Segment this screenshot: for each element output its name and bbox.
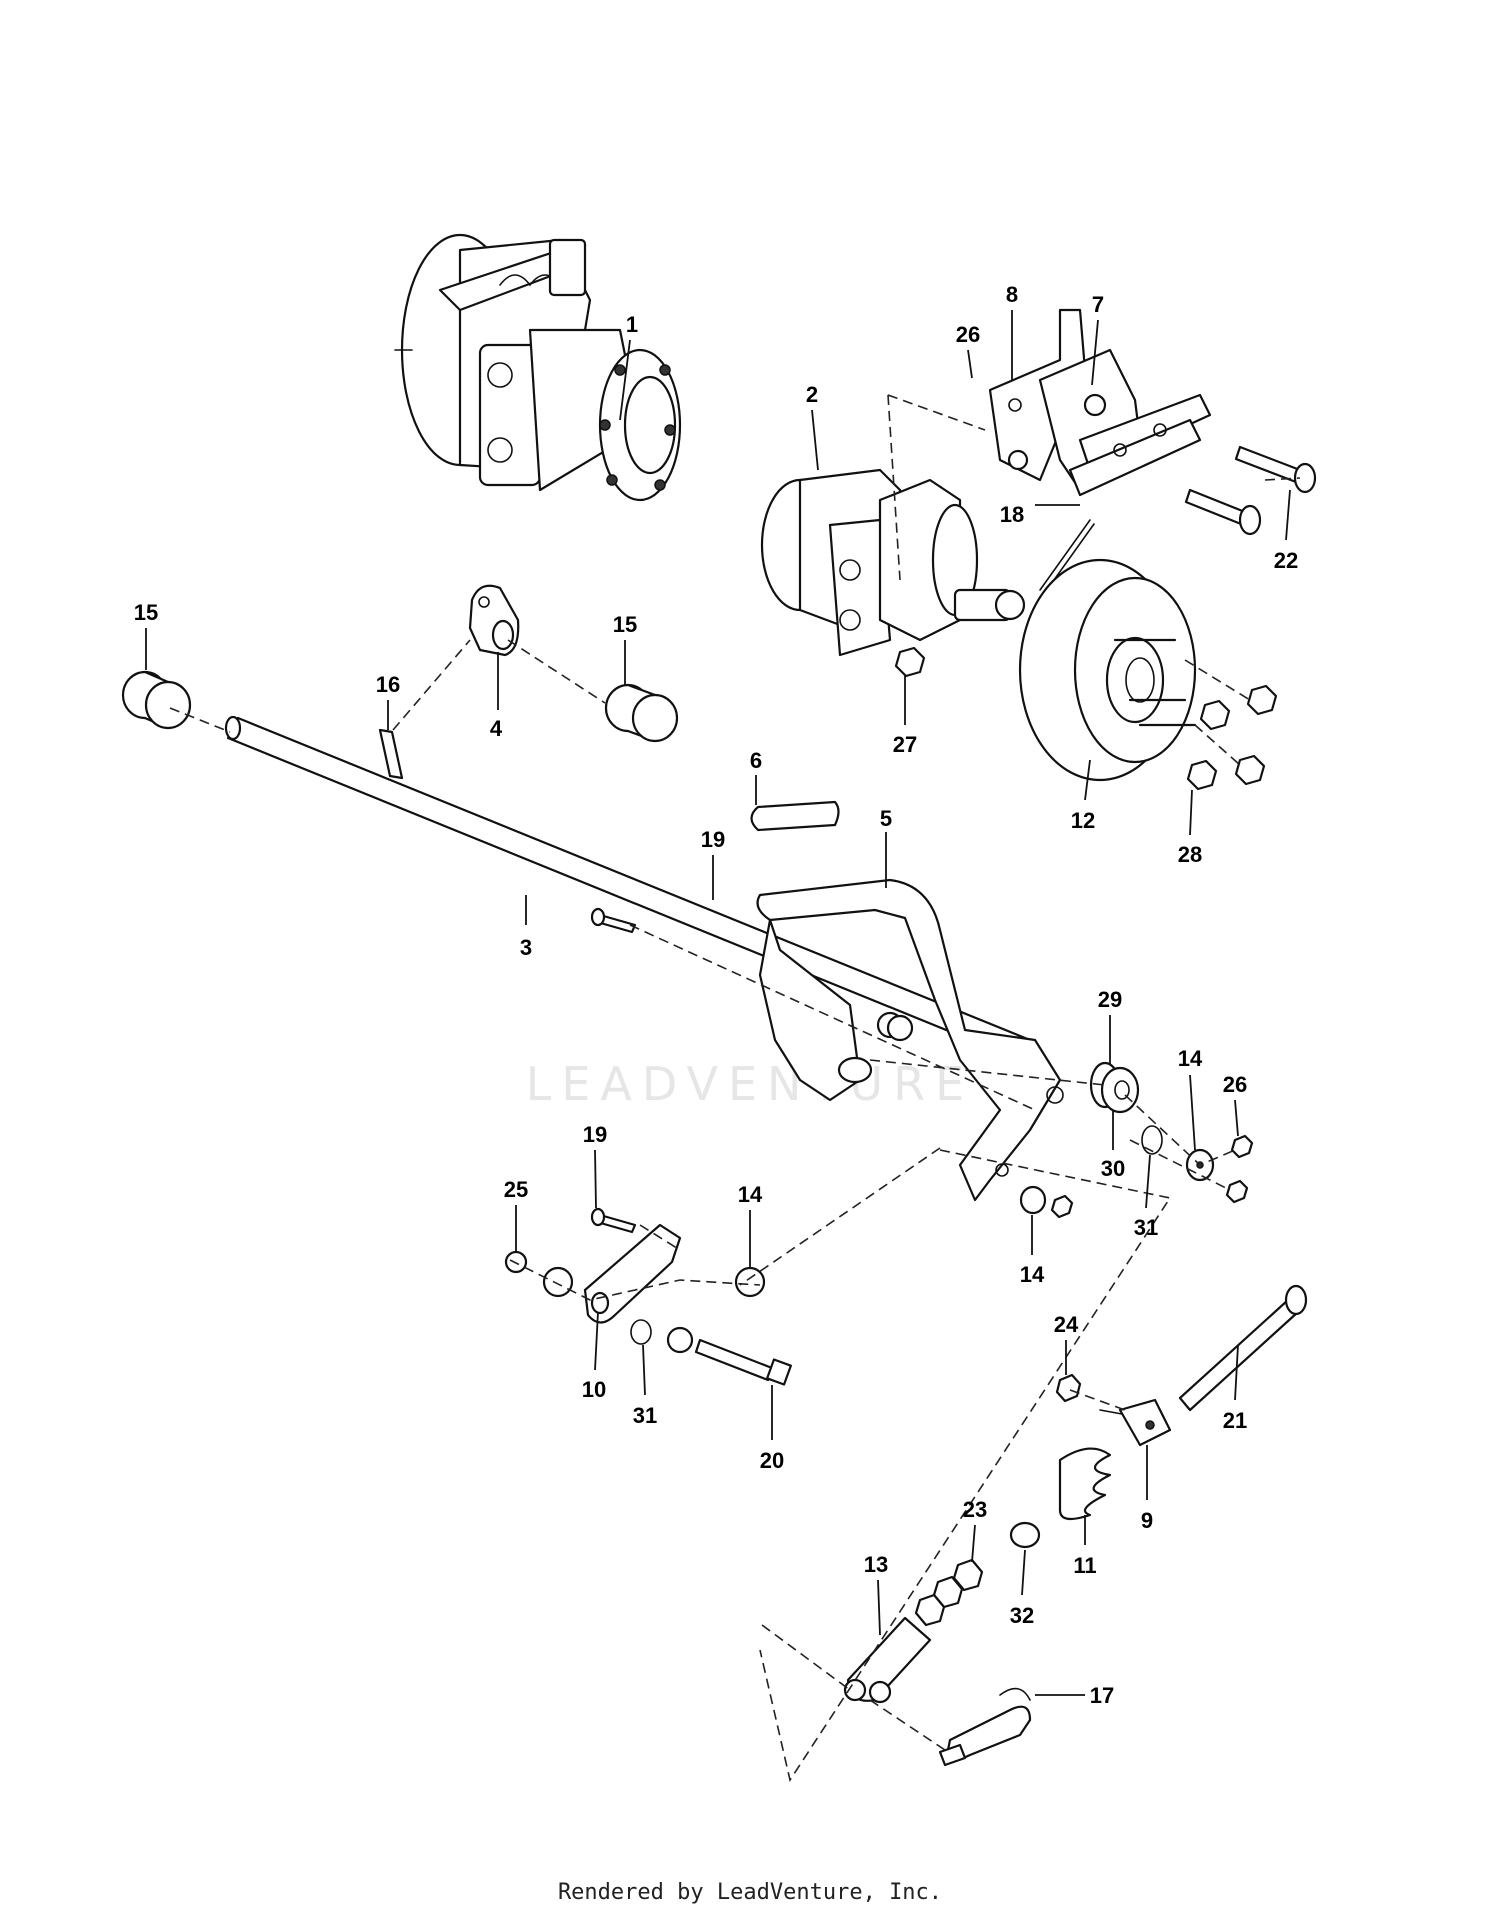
hydraulic-motor[interactable] [760, 468, 1026, 657]
callout-21: 21 [1223, 1408, 1247, 1433]
callout-8: 8 [1006, 282, 1018, 307]
callout-31-a: 31 [1134, 1215, 1158, 1240]
retaining-clip[interactable] [938, 1687, 1032, 1767]
callout-30: 30 [1101, 1156, 1125, 1181]
wheel-motor-assembly[interactable] [394, 233, 682, 502]
leader-lines [145, 310, 1291, 1696]
pivot-arm[interactable] [468, 584, 520, 657]
callout-17: 17 [1090, 1683, 1114, 1708]
callout-14-c: 14 [738, 1182, 763, 1207]
callout-25: 25 [504, 1177, 528, 1202]
callout-19-b: 19 [583, 1122, 607, 1147]
callout-14-a: 14 [1178, 1046, 1203, 1071]
bushing-right[interactable] [604, 683, 679, 743]
assembly-lines [169, 394, 1301, 1783]
watermark: LEADVENTURE [526, 1057, 975, 1111]
brake-caliper[interactable] [1038, 348, 1212, 497]
spring-assembly[interactable] [914, 1373, 1172, 1627]
clevis[interactable] [843, 1616, 932, 1704]
callout-16: 16 [376, 672, 400, 697]
callout-7: 7 [1092, 292, 1104, 317]
brake-rotor-hub[interactable] [1018, 558, 1197, 782]
callout-31-b: 31 [633, 1403, 657, 1428]
callout-12: 12 [1071, 808, 1095, 833]
lever-hardware[interactable] [504, 907, 792, 1386]
callout-20: 20 [760, 1448, 784, 1473]
caliper-bolt[interactable] [1184, 445, 1317, 536]
callout-26-b: 26 [1223, 1072, 1247, 1097]
footer-credit: Rendered by LeadVenture, Inc. [557, 1880, 943, 1905]
callout-14-b: 14 [1020, 1262, 1045, 1287]
callout-9: 9 [1141, 1508, 1153, 1533]
roll-pin[interactable] [378, 728, 404, 780]
callout-3: 3 [520, 935, 532, 960]
callout-11: 11 [1073, 1553, 1096, 1578]
link-lever[interactable] [583, 1223, 682, 1324]
callout-10: 10 [582, 1377, 606, 1402]
bushing-left[interactable] [121, 670, 192, 730]
callout-18: 18 [1000, 502, 1024, 527]
callout-6: 6 [750, 748, 762, 773]
wheel-nuts[interactable] [894, 646, 1278, 791]
callout-26-a: 26 [956, 322, 980, 347]
callout-15-a: 15 [134, 600, 158, 625]
brake-bracket[interactable] [988, 308, 1087, 482]
callout-23: 23 [963, 1497, 987, 1522]
callout-29: 29 [1098, 987, 1122, 1012]
callout-19-a: 19 [701, 827, 725, 852]
shaft-key[interactable] [750, 800, 840, 832]
callout-2: 2 [806, 382, 818, 407]
long-bolt[interactable] [1178, 1284, 1308, 1412]
pedal-arm[interactable] [756, 878, 1064, 1202]
callout-15-b: 15 [613, 612, 637, 637]
callout-24: 24 [1054, 1312, 1079, 1337]
callout-1: 1 [626, 312, 638, 337]
callout-32: 32 [1010, 1603, 1034, 1628]
callout-4: 4 [490, 716, 503, 741]
callout-22: 22 [1274, 548, 1298, 573]
callout-28: 28 [1178, 842, 1202, 867]
callout-27: 27 [893, 732, 917, 757]
callout-5: 5 [880, 806, 892, 831]
callout-13: 13 [864, 1552, 888, 1577]
